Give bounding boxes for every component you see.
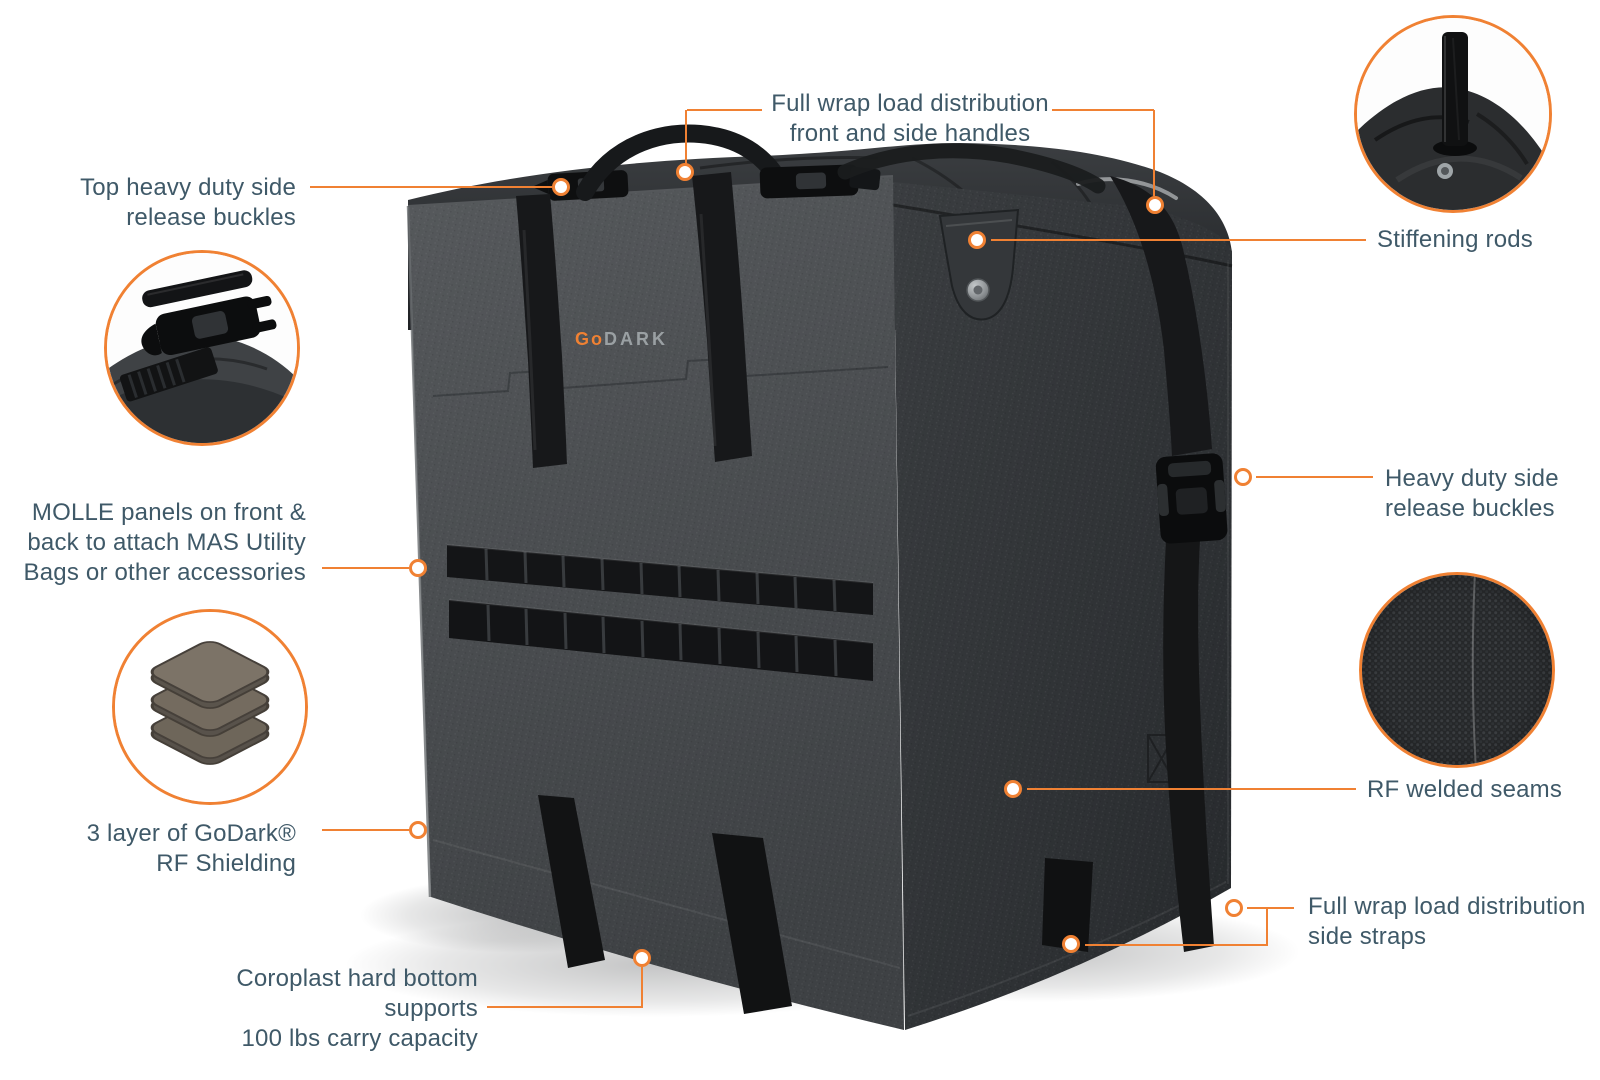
connector-line	[1247, 907, 1294, 909]
connector-line	[991, 239, 1366, 241]
logo-dark: DARK	[604, 329, 668, 349]
pointer-dot	[633, 949, 651, 967]
pointer-dot	[968, 231, 986, 249]
connector-line	[322, 829, 409, 831]
callout-top-buckles-line1: Top heavy duty side	[80, 174, 296, 201]
stiffening-rod-inset	[1354, 15, 1552, 213]
callout-heavy-duty-line1: Heavy duty side	[1385, 465, 1559, 492]
pointer-dot	[409, 821, 427, 839]
callout-side-straps: Full wrap load distribution side straps	[1308, 892, 1598, 952]
callout-handles: Full wrap load distribution front and si…	[660, 89, 1160, 149]
connector-line	[1256, 476, 1373, 478]
callout-heavy-duty: Heavy duty side release buckles	[1385, 464, 1595, 524]
rf-layers-inset	[112, 609, 308, 805]
connector-line	[1027, 788, 1356, 790]
pointer-dot	[1062, 935, 1080, 953]
pointer-dot	[1234, 468, 1252, 486]
pointer-dot	[1004, 780, 1022, 798]
callout-rf-seams-line1: RF welded seams	[1367, 776, 1563, 803]
callout-top-buckles-line2: release buckles	[126, 204, 296, 231]
callout-top-buckles: Top heavy duty side release buckles	[36, 173, 296, 233]
callout-rf-seams: RF welded seams	[1367, 775, 1587, 805]
callout-stiffening: Stiffening rods	[1377, 225, 1587, 255]
connector-line	[641, 967, 643, 1008]
callout-molle-line1: MOLLE panels on front &	[31, 499, 306, 526]
callout-bottom: Coroplast hard bottom supports 100 lbs c…	[138, 964, 478, 1054]
connector-line	[487, 1006, 643, 1008]
callout-molle-line3: Bags or other accessories	[23, 559, 306, 586]
callout-bottom-line1: Coroplast hard bottom supports	[236, 965, 478, 1022]
callout-layers-line1: 3 layer of GoDark®	[86, 820, 296, 847]
connector-line	[1052, 109, 1154, 111]
bag-side-face	[892, 182, 1233, 1030]
connector-line	[1266, 908, 1268, 946]
pointer-dot	[552, 178, 570, 196]
pointer-dot	[1225, 899, 1243, 917]
callout-heavy-duty-line2: release buckles	[1385, 495, 1555, 522]
side-strap-right	[1110, 176, 1214, 952]
callout-molle-line2: back to attach MAS Utility	[27, 529, 306, 556]
connector-line	[685, 110, 687, 165]
callout-layers: 3 layer of GoDark® RF Shielding	[30, 819, 296, 879]
welded-seam-fabric-inset	[1359, 572, 1555, 768]
callout-stiffening-line1: Stiffening rods	[1377, 226, 1533, 253]
logo-go: Go	[575, 329, 604, 349]
front-strap-left	[516, 194, 567, 468]
pointer-dot	[676, 163, 694, 181]
connector-line	[322, 567, 409, 569]
pointer-dot	[1146, 196, 1164, 214]
callout-handles-line2: front and side handles	[789, 120, 1031, 147]
callout-layers-line2: RF Shielding	[156, 850, 296, 877]
top-handle-side	[837, 143, 1106, 194]
godark-logo: GoDARK	[575, 329, 668, 350]
molle-webbing-rows	[446, 544, 874, 681]
buckle-closeup-inset	[104, 250, 300, 446]
connector-line	[310, 186, 552, 188]
connector-line	[1085, 944, 1268, 946]
callout-side-straps-line2: side straps	[1308, 923, 1427, 950]
top-handle-front	[576, 124, 791, 201]
side-release-buckle	[1155, 453, 1228, 544]
stiffening-rod-snap-tab	[938, 208, 1020, 321]
connector-line	[1153, 110, 1155, 196]
callout-side-straps-line1: Full wrap load distribution	[1308, 893, 1586, 920]
front-strap-right	[692, 172, 752, 462]
callout-bottom-line2: 100 lbs carry capacity	[241, 1025, 478, 1052]
callout-molle: MOLLE panels on front & back to attach M…	[20, 498, 306, 588]
pointer-dot	[409, 559, 427, 577]
connector-line	[687, 109, 762, 111]
bottom-straps	[538, 795, 1093, 1014]
callout-handles-line1: Full wrap load distribution	[771, 90, 1049, 117]
